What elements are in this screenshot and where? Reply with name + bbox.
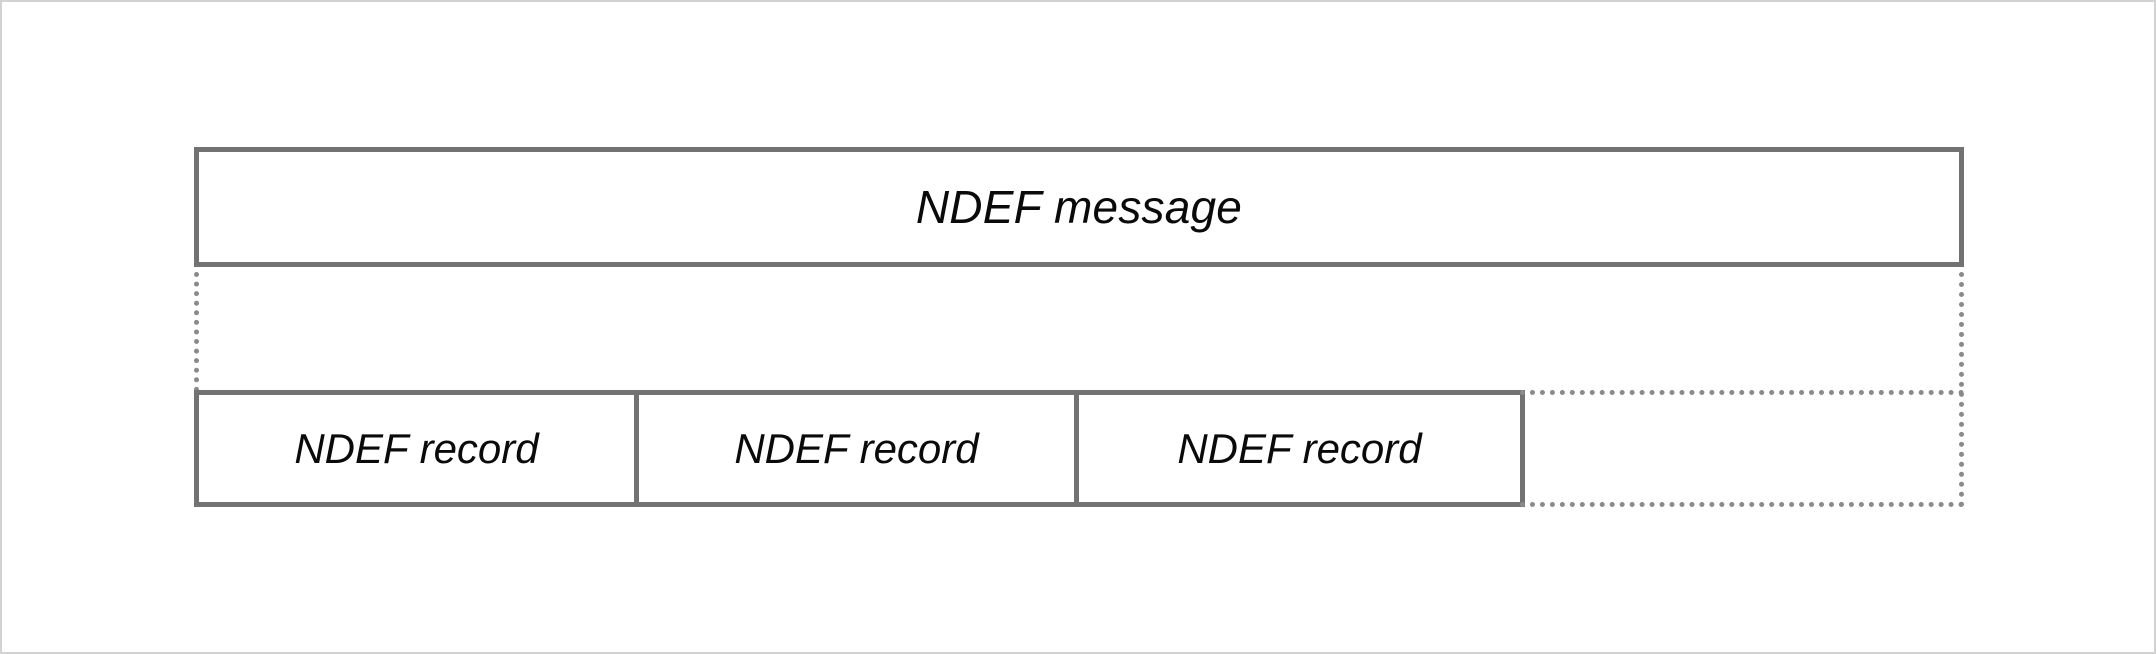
ndef-records-row: NDEF record NDEF record NDEF record — [194, 390, 1964, 507]
ndef-records-group: NDEF record NDEF record NDEF record — [194, 390, 1525, 507]
ndef-message-label: NDEF message — [915, 181, 1243, 233]
ndef-record-label: NDEF record — [294, 424, 539, 472]
ndef-records-continuation — [1520, 390, 1964, 507]
ndef-record-label: NDEF record — [1177, 424, 1422, 472]
ndef-record-box: NDEF record — [639, 395, 1079, 502]
expansion-connector-right — [1959, 272, 1964, 507]
ndef-record-box: NDEF record — [199, 395, 639, 502]
ndef-record-box: NDEF record — [1079, 395, 1520, 502]
expansion-connector-left — [194, 272, 199, 392]
ndef-message-box: NDEF message — [194, 147, 1964, 267]
ndef-record-label: NDEF record — [734, 424, 979, 472]
